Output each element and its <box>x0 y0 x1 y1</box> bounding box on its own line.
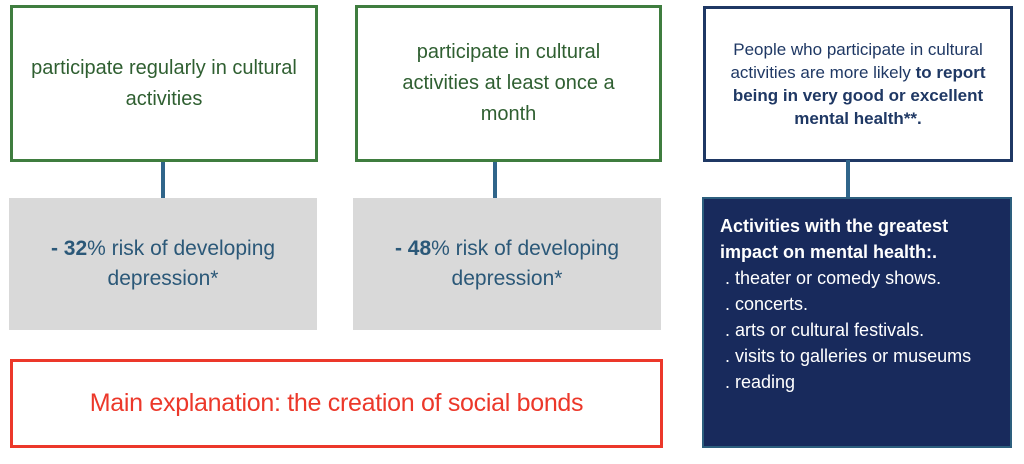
stat-rest: % risk of developing depression* <box>87 236 276 290</box>
condition-text: participate in cultural activities at le… <box>402 41 615 125</box>
statement-text-regular: People who participate in cultural activ… <box>730 40 983 82</box>
activities-box: Activities with the greatest impact on m… <box>702 197 1012 448</box>
condition-text: participate regularly in cultural activi… <box>31 56 297 110</box>
statement-text: People who participate in cultural activ… <box>720 38 996 130</box>
conclusion-box: Main explanation: the creation of social… <box>10 359 663 448</box>
activity-item-galleries-museums: . visits to galleries or museums <box>720 346 972 366</box>
stat-rest: % risk of developing depression* <box>431 236 620 290</box>
stat-value-bold: - 32 <box>50 236 88 260</box>
condition-box-regular-participation: participate regularly in cultural activi… <box>10 5 318 162</box>
activities-heading: Activities with the greatest impact on m… <box>720 216 954 262</box>
connector-line-2 <box>493 162 497 199</box>
stat-value-bold: - 48 <box>394 236 432 260</box>
activity-item-theater: . theater or comedy shows. <box>720 268 942 288</box>
condition-box-monthly-participation: participate in cultural activities at le… <box>355 5 662 162</box>
activity-item-reading: . reading <box>720 372 796 392</box>
statement-box-mental-health: People who participate in cultural activ… <box>703 6 1013 162</box>
stat-box-depression-48: - 48% risk of developing depression* <box>353 198 661 330</box>
stat-box-depression-32: - 32% risk of developing depression* <box>9 198 317 330</box>
connector-line-1 <box>161 162 165 199</box>
stat-text: - 32% risk of developing depression* <box>29 234 297 295</box>
stat-text: - 48% risk of developing depression* <box>373 234 641 295</box>
connector-line-3 <box>846 160 850 198</box>
activity-item-concerts: . concerts. <box>720 294 809 314</box>
activity-item-festivals: . arts or cultural festivals. <box>720 320 925 340</box>
statement-text-bold: to report being in very good or excellen… <box>732 63 986 128</box>
conclusion-text: Main explanation: the creation of social… <box>89 389 584 417</box>
